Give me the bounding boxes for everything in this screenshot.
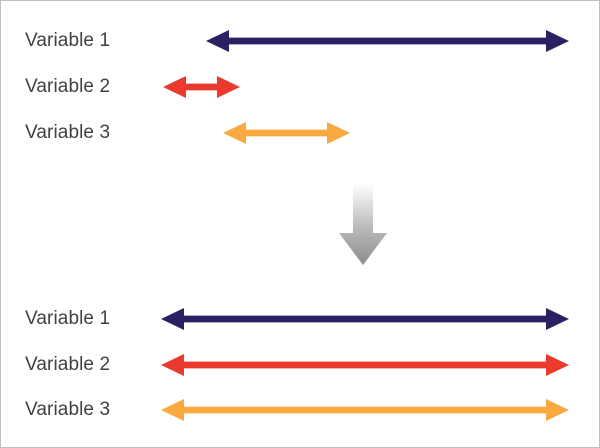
range-arrow-variable-3-after	[161, 399, 569, 421]
label-variable-3-after: Variable 3	[25, 399, 111, 420]
label-variable-2-before: Variable 2	[25, 76, 111, 97]
downward-transform-arrow	[339, 183, 387, 265]
label-variable-1-before: Variable 1	[25, 30, 111, 51]
range-arrow-variable-1-after	[161, 308, 569, 330]
label-variable-2-after: Variable 2	[25, 354, 111, 375]
range-arrow-variable-2-after	[161, 354, 569, 376]
range-arrow-variable-2-before	[163, 76, 240, 98]
label-variable-1-after: Variable 1	[25, 308, 111, 329]
range-arrow-variable-1-before	[206, 30, 569, 52]
range-arrow-variable-3-before	[223, 122, 350, 144]
label-variable-3-before: Variable 3	[25, 122, 111, 143]
